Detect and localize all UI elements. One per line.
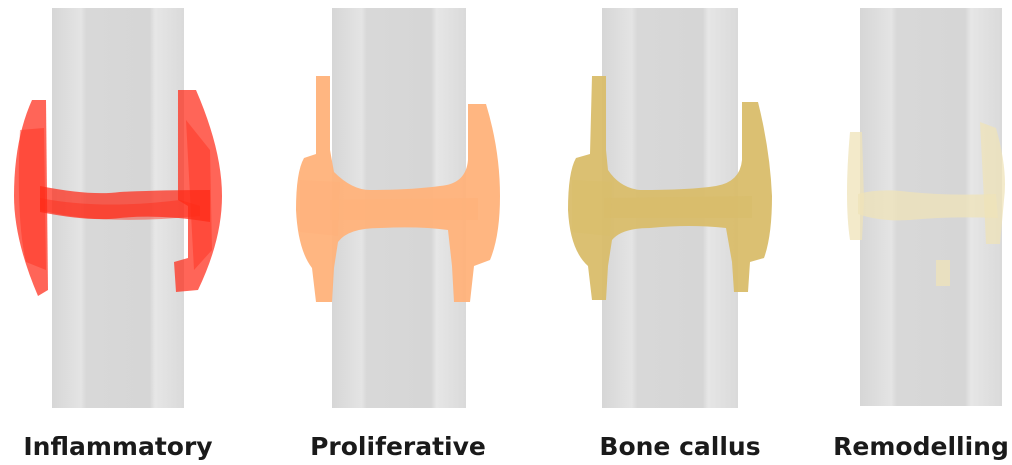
stage-label-proliferative: Proliferative <box>298 430 498 464</box>
stage-inflammatory <box>14 8 222 408</box>
stage-bone-callus <box>568 8 772 408</box>
stage-label-bone-callus: Bone callus <box>580 430 780 464</box>
stage-remodelling <box>847 8 1005 406</box>
stage-proliferative <box>296 8 500 408</box>
stage-label-inflammatory: Inflammatory <box>18 430 218 464</box>
stage-label-remodelling: Remodelling <box>830 430 1012 464</box>
